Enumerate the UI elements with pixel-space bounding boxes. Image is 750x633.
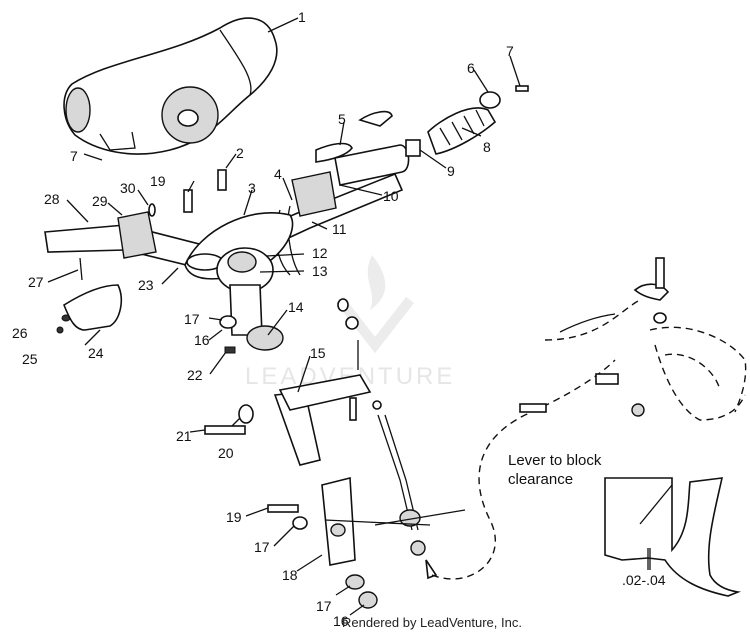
part-label-17-lower: 17 [316, 598, 332, 614]
part-label-16-lower: 16 [333, 613, 349, 629]
part-label-3: 3 [248, 180, 256, 196]
throttle-cable-part [324, 257, 747, 580]
part-label-17-upper: 17 [184, 311, 200, 327]
part-label-22: 22 [187, 367, 203, 383]
part-label-4: 4 [274, 166, 282, 182]
part-label-26: 26 [12, 325, 28, 341]
part-label-8: 8 [483, 139, 491, 155]
part-label-30: 30 [120, 180, 136, 196]
handlebar-part [44, 144, 410, 276]
part-label-11: 11 [332, 221, 347, 237]
part-label-23: 23 [138, 277, 154, 293]
part-label-14: 14 [288, 299, 304, 315]
part-label-13: 13 [312, 263, 328, 279]
part-label-7-left: 7 [70, 148, 78, 164]
part-label-6: 6 [467, 60, 475, 76]
clearance-note: Lever to block clearance .02-.04 [508, 452, 666, 588]
part-label-15: 15 [310, 345, 326, 361]
part-label-29: 29 [92, 193, 108, 209]
clearance-measurement: .02-.04 [622, 572, 666, 588]
render-credit: Rendered by LeadVenture, Inc. [342, 615, 522, 630]
clearance-gauge [604, 477, 742, 597]
part-label-24: 24 [88, 345, 104, 361]
clearance-note-line1: Lever to block [508, 452, 602, 469]
part-label-9: 9 [447, 163, 455, 179]
part-label-18: 18 [282, 567, 298, 583]
part-label-19-lower: 19 [226, 509, 242, 525]
leader-lines [47, 17, 521, 616]
part-label-12: 12 [312, 245, 328, 261]
part-label-17-middle: 17 [254, 539, 270, 555]
part-label-25: 25 [22, 351, 38, 367]
steering-column-part [216, 247, 372, 566]
part-label-2: 2 [236, 145, 244, 161]
fasteners [56, 85, 529, 609]
clearance-note-line2: clearance [508, 471, 573, 488]
part-labels: 1 2 3 4 5 6 7 7 8 9 10 11 12 13 14 15 16… [12, 9, 514, 629]
part-label-28: 28 [44, 191, 60, 207]
part-label-1: 1 [298, 9, 306, 25]
seat-cover-part [63, 17, 278, 155]
part-label-27: 27 [28, 274, 44, 290]
part-label-10: 10 [383, 188, 399, 204]
part-label-20: 20 [218, 445, 234, 461]
part-label-21: 21 [176, 428, 192, 444]
part-label-7-top: 7 [506, 43, 514, 59]
part-label-5: 5 [338, 111, 346, 127]
part-label-19-upper: 19 [150, 173, 166, 189]
part-label-16-upper: 16 [194, 332, 210, 348]
